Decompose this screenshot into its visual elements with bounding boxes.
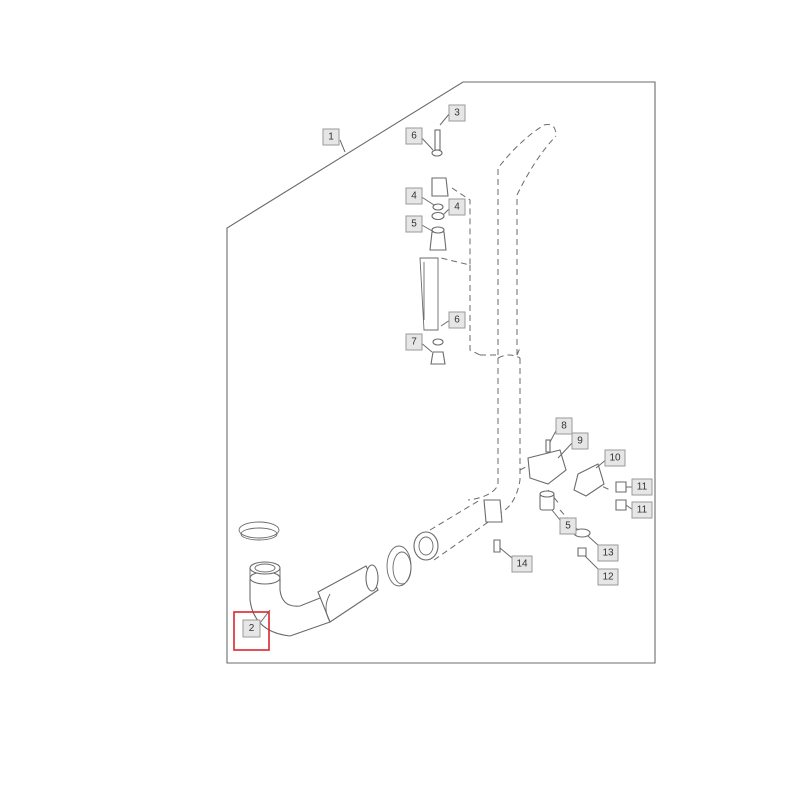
callout-10[interactable]: 10 bbox=[604, 449, 626, 467]
callout-3-label: 3 bbox=[454, 108, 460, 119]
callout-4-right-label: 4 bbox=[454, 202, 460, 213]
callout-5-upper-label: 5 bbox=[411, 219, 417, 230]
callout-8-label: 8 bbox=[561, 421, 567, 432]
callout-11-upper-label: 11 bbox=[637, 482, 648, 493]
callout-6-lower[interactable]: 6 bbox=[448, 311, 466, 329]
callout-2-label: 2 bbox=[249, 623, 255, 634]
callout-13[interactable]: 13 bbox=[597, 544, 619, 562]
callout-9[interactable]: 9 bbox=[571, 432, 589, 450]
callout-4-left[interactable]: 4 bbox=[405, 187, 423, 205]
callout-1-label: 1 bbox=[328, 132, 334, 143]
exhaust-elbow-pipe bbox=[249, 561, 379, 637]
clamp-connector bbox=[413, 531, 439, 561]
upper-mount-hardware bbox=[419, 129, 449, 365]
callout-6-lower-label: 6 bbox=[454, 315, 460, 326]
callout-4-left-label: 4 bbox=[411, 191, 417, 202]
callout-14[interactable]: 14 bbox=[511, 555, 533, 573]
callout-8[interactable]: 8 bbox=[555, 417, 573, 435]
callout-5-lower[interactable]: 5 bbox=[559, 517, 577, 535]
band-clamp-left bbox=[238, 521, 280, 541]
callout-9-label: 9 bbox=[577, 436, 583, 447]
callout-5-upper[interactable]: 5 bbox=[405, 215, 423, 233]
callout-2[interactable]: 2 bbox=[242, 619, 261, 638]
lower-bracket bbox=[483, 499, 503, 553]
callout-1[interactable]: 1 bbox=[322, 128, 340, 146]
assembly-frame bbox=[226, 81, 656, 664]
callout-14-label: 14 bbox=[516, 559, 528, 570]
callout-7[interactable]: 7 bbox=[405, 333, 423, 351]
callout-11-lower-label: 11 bbox=[637, 505, 648, 516]
callout-13-label: 13 bbox=[602, 548, 614, 559]
callout-7-label: 7 bbox=[411, 337, 417, 348]
callout-5-lower-label: 5 bbox=[565, 521, 571, 532]
callout-12[interactable]: 12 bbox=[597, 568, 619, 586]
callout-10-label: 10 bbox=[609, 453, 621, 464]
callout-4-right[interactable]: 4 bbox=[448, 198, 466, 216]
callout-11-lower[interactable]: 11 bbox=[631, 501, 653, 519]
leader-lines bbox=[259, 112, 634, 624]
band-clamp-right bbox=[386, 545, 412, 587]
right-clamp-hardware bbox=[527, 439, 627, 557]
callout-3[interactable]: 3 bbox=[448, 104, 466, 122]
callout-6-upper[interactable]: 6 bbox=[405, 127, 423, 145]
callout-2-highlight-frame bbox=[233, 611, 270, 651]
callout-11-upper[interactable]: 11 bbox=[631, 478, 653, 496]
callout-12-label: 12 bbox=[602, 572, 614, 583]
callout-6-upper-label: 6 bbox=[411, 131, 417, 142]
